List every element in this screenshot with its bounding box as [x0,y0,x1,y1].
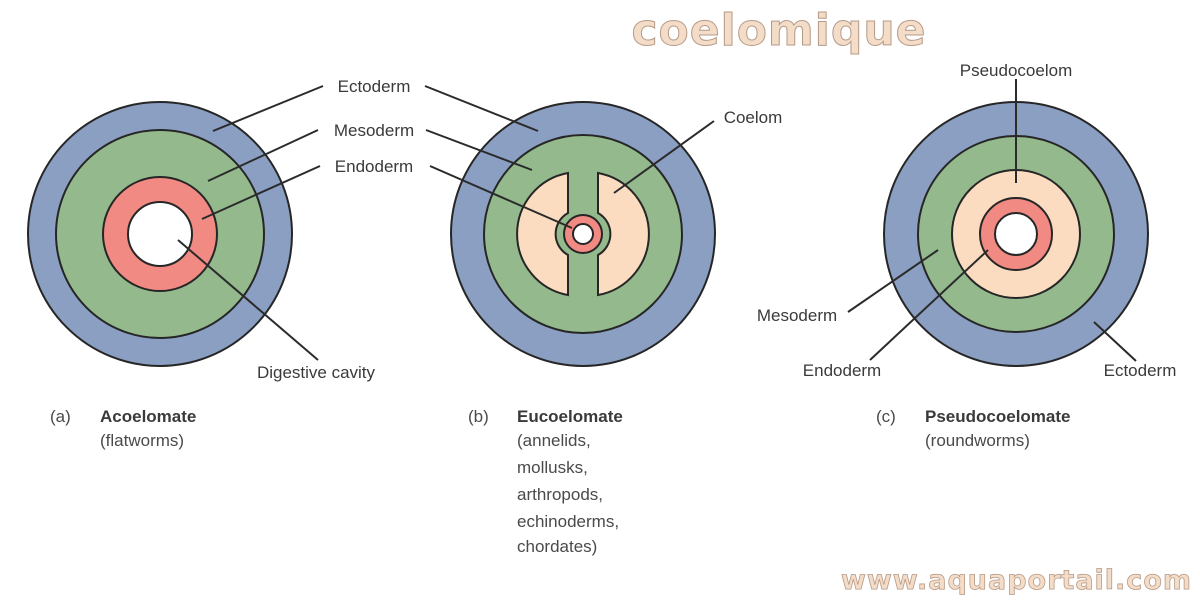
label-coelom: Coelom [724,108,783,127]
label-digestive-cavity: Digestive cavity [257,363,376,382]
caption-b-subtitle-line: (annelids, [517,431,591,450]
caption-c: (c) Pseudocoelomate (roundworms) [876,407,1071,450]
label-ectoderm-c: Ectoderm [1104,361,1177,380]
caption-a-subtitle-line: (flatworms) [100,431,184,450]
structure-labels: Ectoderm Mesoderm Endoderm Digestive cav… [257,61,1176,382]
label-endoderm: Endoderm [335,157,413,176]
leader-coelom [613,120,715,194]
caption-b-subtitle-line: echinoderms, [517,512,619,531]
leader-endoderm-c [869,249,989,361]
caption-c-subtitle-line: (roundworms) [925,431,1030,450]
label-pseudocoelom: Pseudocoelom [960,61,1072,80]
pseudocoelomate-figure [883,101,1149,367]
caption-c-title: Pseudocoelomate [925,407,1071,426]
label-mesoderm-c: Mesoderm [757,306,837,325]
caption-a-title: Acoelomate [100,407,196,426]
caption-a-letter: (a) [50,407,71,426]
caption-c-letter: (c) [876,407,896,426]
pseudocoelomate-digestive-cavity [994,212,1038,256]
leader-ectoderm-b [424,85,539,132]
watermark-title: coelomique [631,5,926,56]
acoelomate-digestive-cavity [127,201,193,267]
leader-ectoderm-a [212,85,324,132]
caption-b-subtitle-line: chordates) [517,537,597,556]
leader-mesoderm-c [847,249,939,313]
leader-endoderm-a [201,165,321,220]
caption-a: (a) Acoelomate (flatworms) [50,407,196,450]
caption-b-letter: (b) [468,407,489,426]
acoelomate-figure [27,101,293,367]
caption-b-subtitle-line: mollusks, [517,458,588,477]
eucoelomate-coelom-left [516,171,569,297]
label-ectoderm: Ectoderm [338,77,411,96]
label-endoderm-c: Endoderm [803,361,881,380]
leader-endoderm-b [429,165,573,229]
eucoelomate-digestive-cavity [572,223,594,245]
caption-b: (b) Eucoelomate (annelids, mollusks, art… [468,407,623,556]
label-mesoderm: Mesoderm [334,121,414,140]
eucoelomate-figure [450,101,716,367]
leader-digestive-cavity [177,239,319,361]
leader-lines [177,79,1137,362]
caption-b-subtitle-line: arthropods, [517,485,603,504]
leader-mesoderm-a [207,129,319,182]
leader-mesoderm-b [425,129,533,171]
caption-b-title: Eucoelomate [517,407,623,426]
eucoelomate-coelom-right [597,171,650,297]
leader-ectoderm-c [1093,321,1137,362]
watermark-url: www.aquaportail.com [841,565,1192,596]
